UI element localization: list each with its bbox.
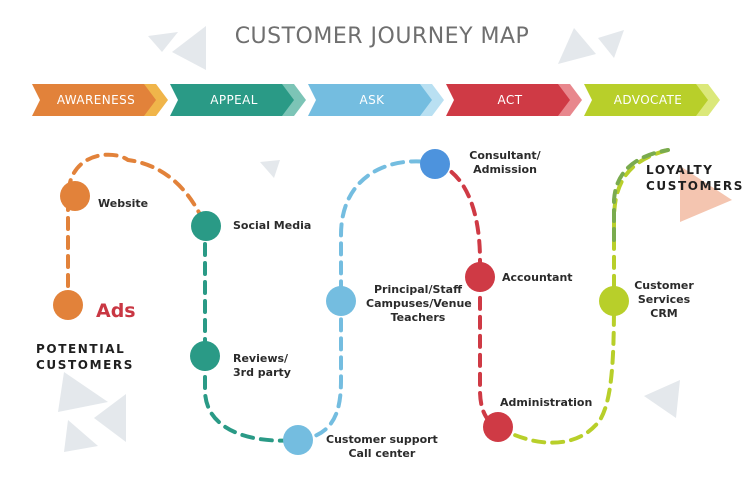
path-segment-ask: [296, 159, 437, 442]
triangle-decoration: [64, 420, 98, 452]
stage-arrow-ask: [308, 84, 432, 116]
node-ads: [53, 290, 83, 320]
stage-label-ask: ASK: [359, 93, 385, 107]
loyalty-customers-label: LOYALTY CUSTOMERS: [646, 163, 745, 193]
path-segment-appeal: [203, 223, 300, 443]
triangle-decoration: [260, 160, 280, 178]
stage-arrow-act: [446, 84, 570, 116]
decorative-triangles: [58, 26, 732, 452]
touchpoints: [53, 149, 629, 455]
node-consultant: [420, 149, 450, 179]
label-reviews: Reviews/ 3rd party: [233, 352, 291, 379]
stage-label-advocate: ADVOCATE: [613, 93, 683, 107]
triangle-decoration: [148, 32, 178, 52]
label-accountant: Accountant: [502, 271, 573, 284]
node-customer-services: [599, 286, 629, 316]
page-title: CUSTOMER JOURNEY MAP: [234, 24, 530, 49]
label-administration: Administration: [500, 396, 593, 409]
journey-path: [66, 148, 670, 445]
node-social-media: [191, 211, 221, 241]
stage-label-appeal: APPEAL: [210, 93, 258, 107]
label-consultant: Consultant/ Admission: [469, 149, 541, 176]
path-segment-awareness: [66, 152, 207, 307]
potential-customers-label: POTENTIAL CUSTOMERS: [36, 342, 135, 372]
node-principal: [326, 286, 356, 316]
path-segment-advocate: [496, 148, 670, 445]
triangle-decoration: [598, 30, 624, 58]
label-ads: Ads: [96, 300, 136, 322]
node-customer-support: [283, 425, 313, 455]
label-customer-support: Customer support Call center: [326, 433, 438, 460]
triangle-decoration: [172, 26, 206, 70]
label-website: Website: [98, 197, 149, 210]
node-website: [60, 181, 90, 211]
stage-arrow-advocate: [584, 84, 708, 116]
stage-label-act: ACT: [497, 93, 523, 107]
path-segment-loyalty: [612, 148, 670, 242]
label-customer-services: Customer Services CRM: [634, 279, 694, 320]
node-administration: [483, 412, 513, 442]
triangle-decoration: [58, 372, 108, 412]
stage-label-awareness: AWARENESS: [56, 93, 136, 107]
loyalty-triangle-decoration: [680, 166, 732, 222]
node-reviews: [190, 341, 220, 371]
triangle-decoration: [94, 394, 126, 442]
stage-arrow-appeal: [170, 84, 294, 116]
triangle-decoration: [558, 28, 596, 64]
node-accountant: [465, 262, 495, 292]
label-social-media: Social Media: [233, 219, 312, 232]
label-principal: Principal/Staff Campuses/Venue Teachers: [366, 283, 472, 324]
stage-banner: [32, 84, 720, 116]
triangle-decoration: [644, 380, 680, 418]
stage-arrow-awareness: [32, 84, 156, 116]
